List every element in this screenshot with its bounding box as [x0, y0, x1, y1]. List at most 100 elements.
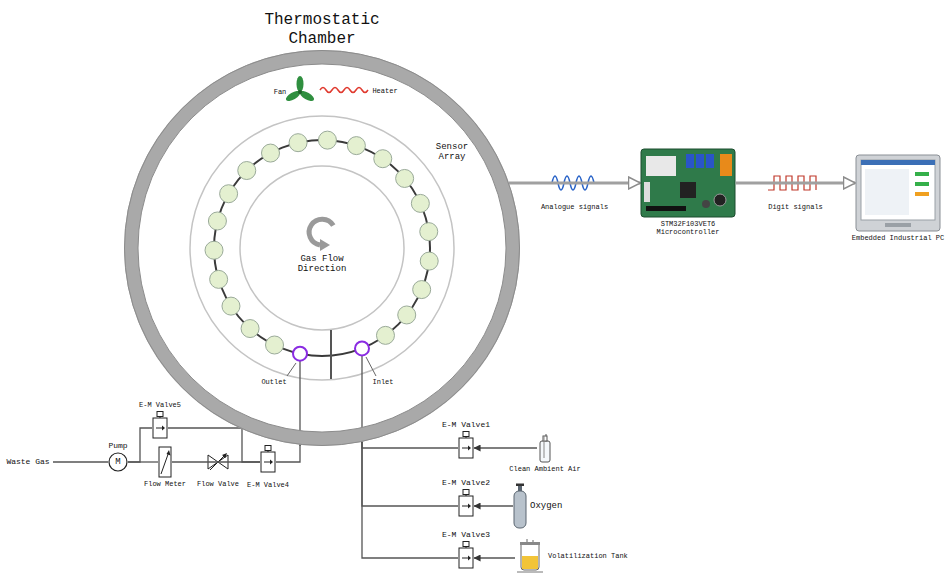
valve-shape	[260, 445, 276, 479]
fan-symbol	[298, 90, 302, 94]
pc-shape	[861, 160, 935, 165]
valve-shape	[463, 432, 469, 437]
gas-pipe	[474, 557, 515, 558]
meter-shape	[167, 450, 171, 456]
sensor-zone	[190, 116, 454, 380]
pc-shape	[855, 154, 941, 232]
mcu-shape	[714, 194, 726, 206]
port-label: Inlet	[372, 378, 393, 386]
bottle-shape	[544, 436, 545, 458]
pump-symbol: PumpM	[108, 441, 128, 472]
cylinder-shape	[514, 491, 526, 528]
mcu-shape	[640, 148, 736, 218]
sensor-array	[205, 131, 438, 354]
node-text: Volatilization Tank	[548, 552, 628, 560]
flow-valve-symbol	[222, 453, 227, 458]
valve-shape	[459, 438, 473, 458]
chamber-shape	[131, 57, 513, 439]
gas-sensor	[411, 194, 429, 212]
sensor-zone	[330, 330, 332, 379]
valve-shape	[156, 428, 163, 429]
solenoid-valve: E-M Valve1	[442, 420, 490, 465]
node-text: Embedded Industrial PC	[852, 234, 944, 242]
pump-shape	[109, 453, 127, 471]
node-text: E-M Valve3	[442, 530, 490, 539]
fan-label: Fan	[274, 88, 287, 96]
mcu-shape	[644, 182, 650, 202]
inner-text-holder: M	[108, 452, 128, 472]
sensor-zone	[190, 116, 454, 380]
sensor-array-label: Sensor Array	[434, 142, 470, 163]
gas-sensor	[222, 297, 240, 315]
tank-shape	[522, 556, 538, 569]
valve-shape	[157, 412, 163, 417]
meter-shape	[158, 446, 172, 478]
gas-pipe	[474, 505, 513, 506]
flow-direction-arrow	[309, 219, 333, 251]
gas-sensor	[241, 320, 259, 338]
gas-sensor	[289, 134, 307, 152]
fan-symbol	[297, 76, 304, 92]
tank-shape	[521, 545, 539, 570]
valve-shape	[162, 426, 165, 431]
valve-shape	[463, 542, 469, 547]
gas-sensor	[318, 131, 336, 149]
tank-shape	[533, 540, 534, 542]
mcu-shape	[696, 154, 704, 168]
node-text: E-M Valve4	[247, 481, 289, 489]
port-label: Outlet	[261, 378, 286, 386]
valve-shape	[152, 411, 168, 445]
valve-shape	[270, 460, 273, 465]
valve-shape	[462, 448, 469, 449]
mcu-shape	[646, 206, 686, 211]
valve-shape	[459, 496, 473, 516]
node-text: Thermostatic Chamber	[257, 11, 387, 48]
port-circle	[293, 341, 369, 360]
air-bottle: Clean Ambient Air	[509, 433, 580, 473]
gas-pipe	[362, 442, 458, 506]
node-text: Oxygen	[530, 501, 562, 511]
mcu-shape	[680, 182, 696, 198]
pc-icon	[855, 154, 941, 232]
valve-shape	[153, 418, 167, 438]
gas-sensor	[266, 336, 284, 354]
pump-icon: M	[108, 452, 128, 472]
port-circle	[293, 347, 307, 361]
meter-shape	[159, 447, 171, 477]
gas-sensor	[420, 252, 438, 270]
valve-shape	[261, 452, 275, 472]
gas-pipe	[362, 442, 458, 558]
flow-direction-label: Gas Flow Direction	[292, 254, 352, 275]
gas-pipe	[362, 442, 458, 448]
gas-sensor	[398, 306, 416, 324]
valve-shape	[265, 446, 271, 451]
valve-icon	[152, 411, 168, 445]
gas-sensor	[347, 137, 365, 155]
leader-line	[366, 357, 376, 376]
tank-shape	[515, 539, 545, 573]
signal-arrow	[736, 182, 855, 185]
fan-symbol	[298, 89, 315, 103]
tank-icon	[515, 539, 545, 573]
gas-pipe	[128, 428, 152, 462]
valve-icon	[458, 431, 474, 465]
heater-symbol	[320, 88, 368, 93]
pc-shape	[865, 169, 909, 215]
gas-sensor	[238, 162, 256, 180]
mcu-icon	[640, 148, 736, 218]
valve-shape	[462, 558, 469, 559]
gas-sensor	[396, 169, 414, 187]
valve-shape	[459, 548, 473, 568]
signal-label: Analogue signals	[541, 203, 608, 211]
microcontroller-board: STM32F103VET6 Microcontroller	[638, 148, 738, 236]
node-text: Pump	[108, 441, 127, 450]
oxygen-cylinder: Oxygen	[513, 483, 562, 529]
meter-shape	[161, 453, 169, 474]
cylinder-shape	[513, 483, 527, 529]
pc-shape	[856, 155, 940, 231]
gas-sensor	[374, 150, 392, 168]
node-text: E-M Valve2	[442, 478, 490, 487]
node-text: E-M Valve5	[139, 401, 181, 409]
chamber-shape	[138, 64, 506, 432]
